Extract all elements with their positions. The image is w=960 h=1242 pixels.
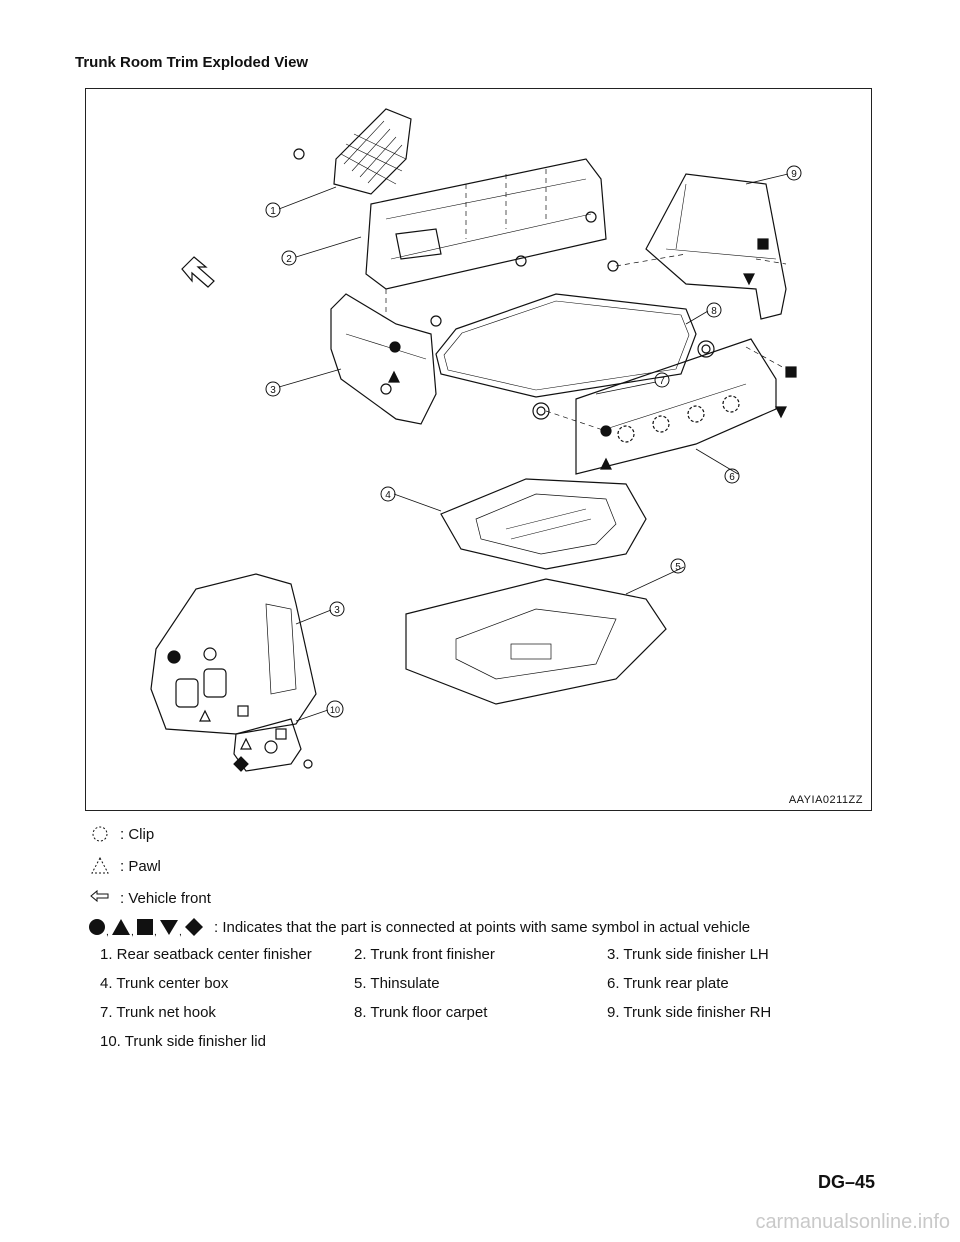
callout-2: 2 [286, 254, 292, 265]
watermark: carmanualsonline.info [755, 1211, 950, 1233]
part-2-front-finisher [365, 158, 607, 290]
callout-3: 3 [270, 385, 276, 396]
callout-circles [265, 165, 802, 718]
callout-4: 4 [385, 490, 391, 501]
part-9-side-finisher-rh [607, 173, 787, 320]
callout-7: 7 [659, 376, 665, 387]
part-3-side-finisher-lh-lower [150, 573, 317, 735]
part-item: 4. Trunk center box [100, 975, 229, 992]
part-5-thinsulate [405, 578, 667, 705]
part-item: 3. Trunk side finisher LH [607, 946, 769, 963]
svg-text:,: , [179, 927, 182, 937]
legend-clip: : Clip [88, 824, 154, 844]
pawl-icon [91, 856, 109, 874]
svg-text:,: , [154, 927, 157, 937]
part-1-seatback-finisher [293, 108, 412, 195]
part-3-side-finisher-lh [330, 293, 442, 425]
legend-vehicle-front: : Vehicle front [88, 888, 211, 908]
part-8-floor-carpet [435, 293, 697, 398]
svg-text:,: , [106, 927, 109, 937]
part-item: 7. Trunk net hook [100, 1004, 216, 1021]
page-title: Trunk Room Trim Exploded View [75, 54, 309, 71]
callout-6: 6 [729, 472, 735, 483]
part-7-net-hooks [532, 340, 715, 420]
part-item: 8. Trunk floor carpet [354, 1004, 488, 1021]
figure-id: AAYIA0211ZZ [788, 794, 863, 806]
vehicle-front-arrow [181, 256, 215, 288]
svg-text:,: , [131, 927, 134, 937]
part-item: 1. Rear seatback center finisher [100, 946, 312, 963]
legend-vehicle-front-label: : Vehicle front [120, 889, 211, 907]
callout-9: 9 [791, 169, 797, 180]
callout-8: 8 [711, 306, 717, 317]
part-10-side-finisher-lid [233, 718, 313, 772]
part-item: 10. Trunk side finisher lid [100, 1033, 266, 1050]
legend-symbols-label: : Indicates that the part is connected a… [214, 918, 751, 936]
exploded-view-figure: 1 2 3 4 5 6 7 8 9 3 10 AAYIA0211ZZ [85, 88, 872, 811]
connection-symbols-icon: , , , , [89, 918, 203, 937]
part-6-rear-plate [575, 338, 797, 475]
legend-pawl: : Pawl [88, 856, 161, 876]
part-4-center-box [440, 478, 647, 570]
callout-1: 1 [270, 206, 276, 217]
page-number: DG–45 [817, 1172, 875, 1192]
part-item: 6. Trunk rear plate [607, 975, 729, 992]
callout-5: 5 [675, 562, 681, 573]
callout-10: 10 [330, 705, 340, 715]
clip-icon [92, 826, 108, 842]
part-item: 2. Trunk front finisher [354, 946, 495, 963]
legend-symbols: , , , , : Indicates that the part is con… [88, 917, 750, 937]
part-item: 5. Thinsulate [354, 975, 440, 992]
part-item: 9. Trunk side finisher RH [607, 1004, 772, 1021]
vehicle-front-icon [90, 889, 109, 903]
exploded-view-drawing: 1 2 3 4 5 6 7 8 9 3 10 [150, 108, 802, 772]
callout-3-lower: 3 [334, 605, 340, 616]
legend-clip-label: : Clip [120, 825, 155, 843]
legend-pawl-label: : Pawl [120, 857, 161, 875]
